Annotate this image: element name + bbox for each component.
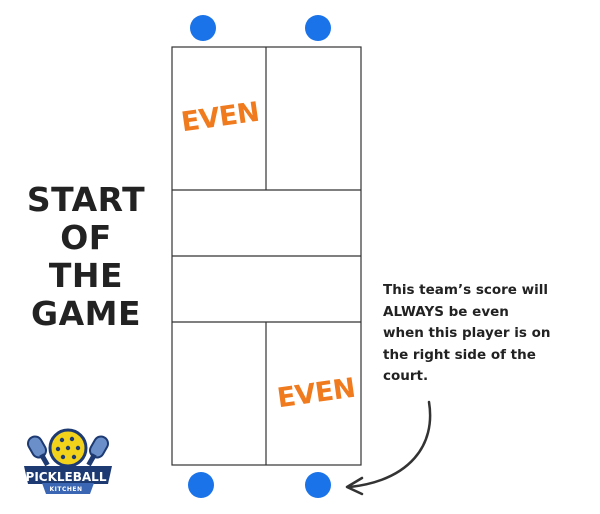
- logo-sub-banner: [42, 483, 94, 494]
- player-top-left: [190, 15, 216, 41]
- caption-line: court.: [383, 368, 429, 384]
- caption: This team’s score will ALWAYS be even wh…: [383, 280, 583, 388]
- pickleball-icon: [48, 428, 88, 468]
- caption-line: This team’s score will: [383, 282, 549, 298]
- caption-line: when this player is on: [383, 325, 551, 341]
- logo-banner: [24, 466, 112, 484]
- title-line-1: START: [26, 180, 146, 219]
- logo-name: PICKLEBALL: [25, 470, 107, 484]
- arrow-head: [345, 476, 364, 496]
- caption-line: ALWAYS be even: [383, 303, 509, 320]
- player-bottom-left: [188, 472, 214, 498]
- paddle-left-icon: [27, 435, 50, 467]
- paddle-right-icon: [86, 435, 109, 467]
- pointer-arrow: [348, 400, 432, 489]
- title-line-2: OF: [60, 218, 112, 257]
- caption-line: the right side of the: [383, 346, 536, 363]
- logo-sub: KITCHEN: [49, 486, 83, 493]
- title-line-4: GAME: [30, 294, 141, 333]
- player-top-right: [305, 15, 331, 41]
- pickleball-kitchen-logo: [24, 428, 112, 494]
- player-bottom-right: [305, 472, 331, 498]
- title-line-3: THE: [48, 256, 124, 295]
